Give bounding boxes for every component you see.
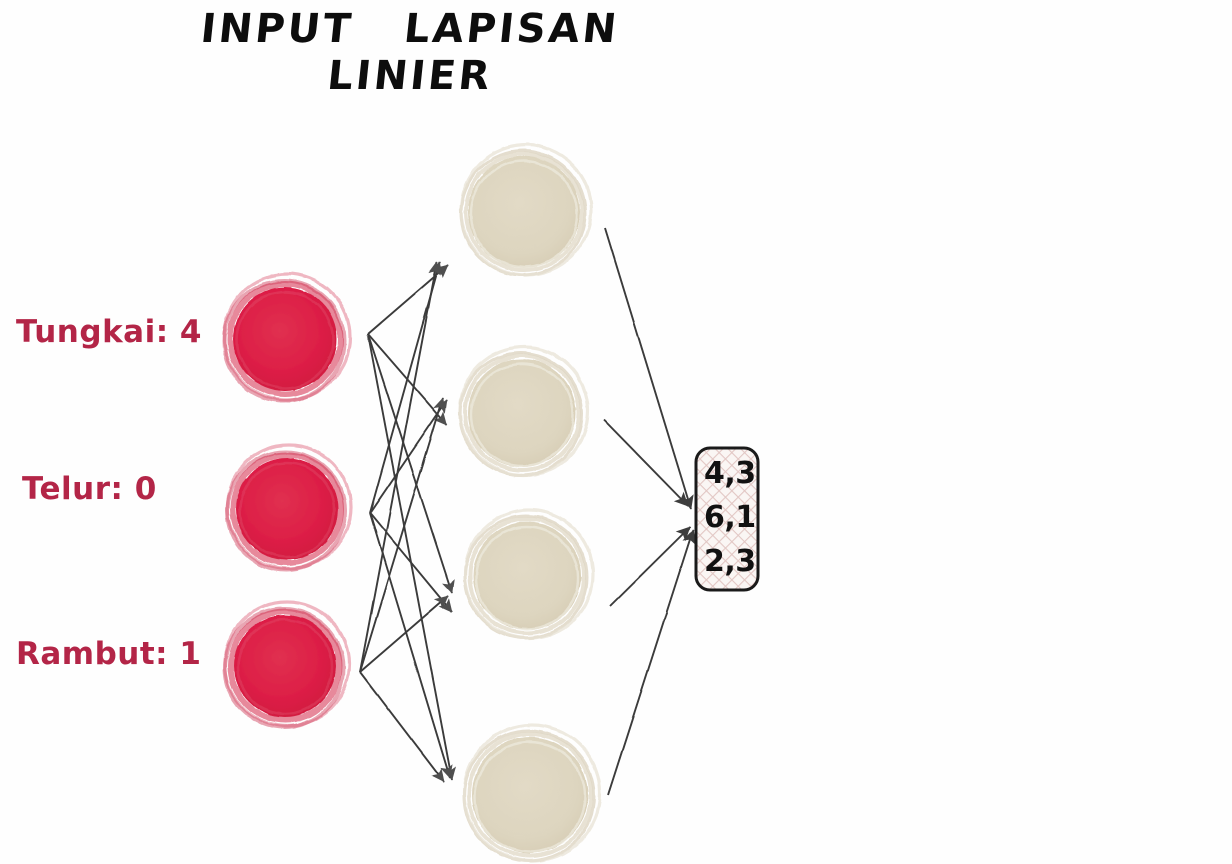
input-node-rambut[interactable] xyxy=(223,600,351,729)
input-layer-nodes xyxy=(222,272,353,729)
connections-hidden-to-output xyxy=(603,227,696,796)
hidden-node-1[interactable] xyxy=(459,143,593,277)
input-node-telur[interactable] xyxy=(225,443,353,572)
hidden-layer-nodes xyxy=(458,143,602,863)
hidden-node-3[interactable] xyxy=(463,508,595,640)
connections-input-to-hidden xyxy=(359,261,456,783)
output-box[interactable] xyxy=(694,446,760,592)
input-node-tungkai[interactable] xyxy=(222,272,352,403)
hidden-node-4[interactable] xyxy=(462,723,602,863)
hidden-node-2[interactable] xyxy=(458,345,590,477)
